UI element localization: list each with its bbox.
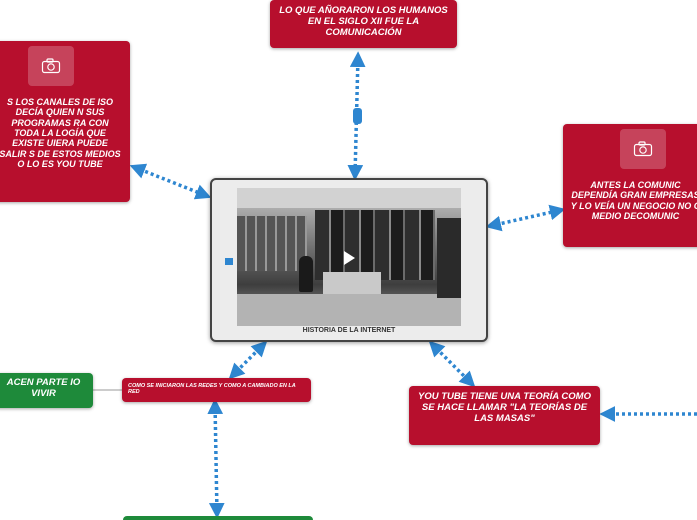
image-placeholder[interactable] <box>28 46 74 86</box>
connector-left-top <box>129 163 212 200</box>
thumbnail-cabinets <box>315 210 435 280</box>
image-placeholder[interactable] <box>620 129 666 169</box>
topic-node-left-green[interactable]: ACEN PARTE IO VIVIR <box>0 373 93 408</box>
central-topic-caption: HISTORIA DE LA INTERNET <box>302 327 396 334</box>
thumbnail-ceiling <box>237 188 461 208</box>
topic-node-bottom-mid[interactable]: COMO SE INICIARON LAS REDES Y COMO A CAM… <box>122 378 311 402</box>
topic-node-top[interactable]: LO QUE AÑORARON LOS HUMANOS EN EL SIGLO … <box>270 0 457 48</box>
topic-node-left-top[interactable]: S LOS CANALES DE ISO DECÍA QUIEN N SUS P… <box>0 41 130 202</box>
topic-node-bottom-right[interactable]: YOU TUBE TIENE UNA TEORÍA COMO SE HACE L… <box>409 386 600 445</box>
topic-text: YOU TUBE TIENE UNA TEORÍA COMO SE HACE L… <box>418 391 591 424</box>
topic-text: LO QUE AÑORARON LOS HUMANOS EN EL SIGLO … <box>279 5 448 38</box>
play-icon[interactable] <box>341 250 357 266</box>
topic-text: ANTES LA COMUNIC DEPENDÍA GRAN EMPRESAS … <box>570 180 697 222</box>
topic-node-bottom-green[interactable] <box>123 516 313 520</box>
connector-bottom-right <box>428 340 476 388</box>
camera-icon <box>41 58 61 74</box>
connector-down <box>207 398 225 519</box>
thumbnail-desk <box>323 272 381 298</box>
camera-icon <box>633 141 653 157</box>
thumbnail-floor <box>237 294 461 326</box>
video-thumbnail[interactable] <box>237 188 461 326</box>
central-topic-node[interactable]: HISTORIA DE LA INTERNET <box>210 178 488 342</box>
topic-text: S LOS CANALES DE ISO DECÍA QUIEN N SUS P… <box>0 97 121 170</box>
link-icon[interactable] <box>225 258 233 265</box>
topic-text: COMO SE INICIARON LAS REDES Y COMO A CAM… <box>128 383 296 396</box>
thumbnail-cabinets-right <box>437 218 461 298</box>
topic-node-right-top[interactable]: ANTES LA COMUNIC DEPENDÍA GRAN EMPRESAS … <box>563 124 697 247</box>
connector-right-top <box>485 204 566 232</box>
connector-handle[interactable] <box>353 108 362 124</box>
thumbnail-person <box>299 256 313 292</box>
connector-bottom-mid <box>228 340 268 380</box>
thumbnail-cabinets-left <box>237 216 307 271</box>
topic-text: ACEN PARTE IO VIVIR <box>6 377 81 399</box>
